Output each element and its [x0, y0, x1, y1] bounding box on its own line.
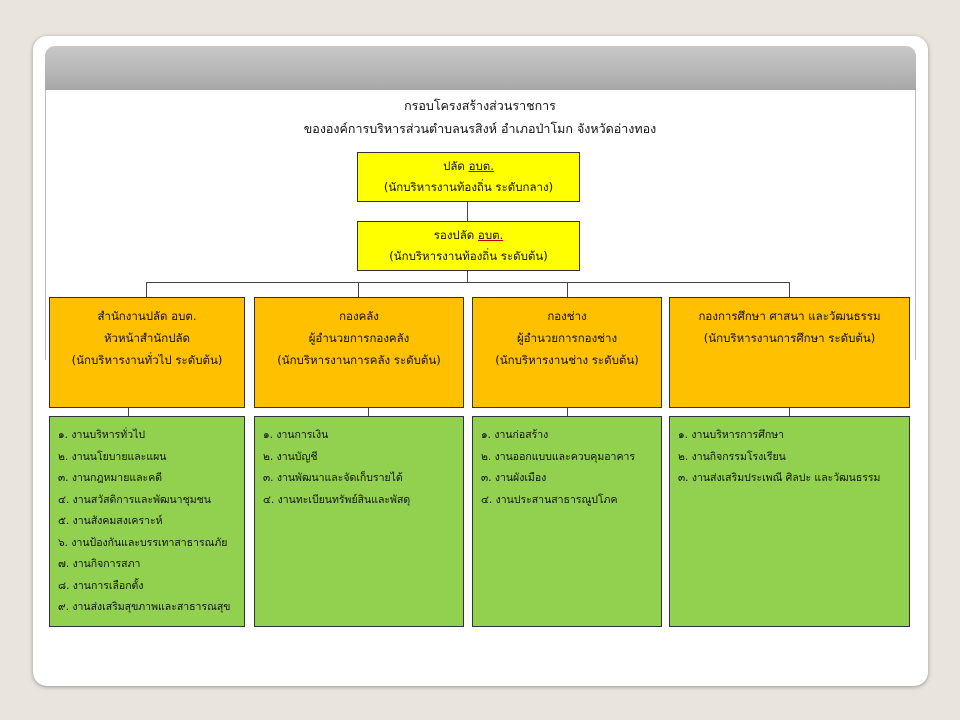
connector-division-tasks-2	[368, 407, 369, 417]
chart-subtitle: ขององค์การบริหารส่วนตำบลนรสิงห์ อำเภอป่า…	[303, 121, 657, 136]
task-list-item: ๑. งานการเงิน	[263, 429, 329, 441]
deputy-title-prefix: รองปลัด	[433, 228, 478, 242]
task-list-item: ๑. งานก่อสร้าง	[481, 429, 549, 441]
task-list-box-4: ๑. งานบริหารการศึกษา ๒. งานกิจกรรมโรงเรี…	[669, 416, 910, 627]
task-list-item: ๙. งานส่งเสริมสุขภาพและสาธารณสุข	[58, 601, 231, 613]
task-list-item: ๑. งานบริหารทั่วไป	[58, 429, 146, 441]
chief-administrator-box: ปลัด อบต. (นักบริหารงานท้องถิ่น ระดับกลา…	[357, 152, 580, 202]
connector-bus-division-2	[358, 282, 359, 297]
task-list-item: ๗. งานกิจการสภา	[58, 558, 141, 570]
task-list-item: ๔. งานประสานสาธารณูปโภค	[481, 493, 618, 506]
connector-bus-division-4	[789, 282, 790, 297]
division-3-line-1: กองช่าง	[547, 309, 587, 323]
task-list-item: ๖. งานป้องกันและบรรเทาสาธารณภัย	[58, 536, 228, 549]
task-list-item: ๔. งานสวัสดิการและพัฒนาชุมชน	[58, 493, 211, 506]
connector-division-tasks-4	[789, 407, 790, 417]
division-1-line-3: (นักบริหารงานทั่วไป ระดับต้น)	[71, 353, 223, 367]
connector-division-tasks-3	[567, 407, 568, 417]
chart-title: กรอบโครงสร้างส่วนราชการ	[404, 98, 556, 113]
division-4-line-1: กองการศึกษา ศาสนา และวัฒนธรรม	[698, 309, 881, 323]
task-list-item: ๒. งานนโยบายและแผน	[58, 450, 167, 463]
connector-top-deputy	[467, 201, 468, 222]
task-list-item: ๒. งานกิจกรรมโรงเรียน	[678, 450, 786, 463]
chief-title-prefix: ปลัด	[443, 159, 469, 173]
slide-top-bar	[45, 46, 916, 90]
division-2-line-2: ผู้อำนวยการกองคลัง	[308, 331, 410, 345]
deputy-administrator-title: รองปลัด อบต.	[358, 225, 579, 246]
deputy-title-abbr: อบต.	[477, 228, 504, 242]
task-list-item: ๓. งานพัฒนาและจัดเก็บรายได้	[263, 472, 403, 484]
connector-horizontal-bus	[146, 282, 789, 283]
connector-division-tasks-1	[128, 407, 129, 417]
division-1-line-1: สำนักงานปลัด อบต.	[97, 309, 197, 323]
division-box-1: สำนักงานปลัด อบต. หัวหน้าสำนักปลัด (นักบ…	[49, 297, 245, 408]
connector-deputy-bus	[467, 270, 468, 282]
task-list-item: ๘. งานการเลือกตั้ง	[58, 579, 144, 592]
chief-administrator-title: ปลัด อบต.	[358, 156, 579, 177]
division-1-line-2: หัวหน้าสำนักปลัด	[103, 331, 191, 345]
task-list-box-3: ๑. งานก่อสร้าง ๒. งานออกแบบและควบคุมอาคา…	[472, 416, 662, 627]
connector-bus-division-1	[146, 282, 147, 297]
division-box-4: กองการศึกษา ศาสนา และวัฒนธรรม (นักบริหาร…	[669, 297, 910, 408]
chief-title-abbr: อบต.	[468, 159, 494, 173]
division-4-line-2: (นักบริหารงานการศึกษา ระดับต้น)	[703, 331, 876, 345]
division-2-line-3: (นักบริหารงานการคลัง ระดับต้น)	[277, 353, 441, 367]
division-3-line-2: ผู้อำนวยการกองช่าง	[516, 331, 618, 345]
task-list-item: ๓. งานกฎหมายและคดี	[58, 472, 163, 484]
task-list-box-2: ๑. งานการเงิน ๒. งานบัญชี ๓. งานพัฒนาและ…	[254, 416, 464, 627]
connector-bus-division-3	[567, 282, 568, 297]
division-box-3: กองช่าง ผู้อำนวยการกองช่าง (นักบริหารงาน…	[472, 297, 662, 408]
task-list-item: ๕. งานสังคมสงเคราะห์	[58, 515, 163, 527]
deputy-administrator-rank: (นักบริหารงานท้องถิ่น ระดับต้น)	[389, 249, 548, 263]
deputy-administrator-box: รองปลัด อบต. (นักบริหารงานท้องถิ่น ระดับ…	[357, 221, 580, 271]
task-list-item: ๑. งานบริหารการศึกษา	[678, 429, 785, 441]
division-3-line-3: (นักบริหารงานช่าง ระดับต้น)	[495, 353, 639, 367]
task-list-box-1: ๑. งานบริหารทั่วไป ๒. งานนโยบายและแผน ๓.…	[49, 416, 245, 627]
task-list-item: ๔. งานทะเบียนทรัพย์สินและพัสดุ	[263, 493, 411, 506]
division-box-2: กองคลัง ผู้อำนวยการกองคลัง (นักบริหารงาน…	[254, 297, 464, 408]
task-list-item: ๓. งานผังเมือง	[481, 472, 547, 484]
slide-left-border	[45, 90, 46, 360]
task-list-item: ๒. งานออกแบบและควบคุมอาคาร	[481, 450, 635, 463]
slide-right-border	[915, 90, 916, 360]
task-list-item: ๓. งานส่งเสริมประเพณี ศิลปะ และวัฒนธรรม	[678, 472, 881, 484]
division-2-line-1: กองคลัง	[339, 309, 379, 323]
chief-administrator-rank: (นักบริหารงานท้องถิ่น ระดับกลาง)	[383, 180, 554, 194]
task-list-item: ๒. งานบัญชี	[263, 450, 318, 463]
